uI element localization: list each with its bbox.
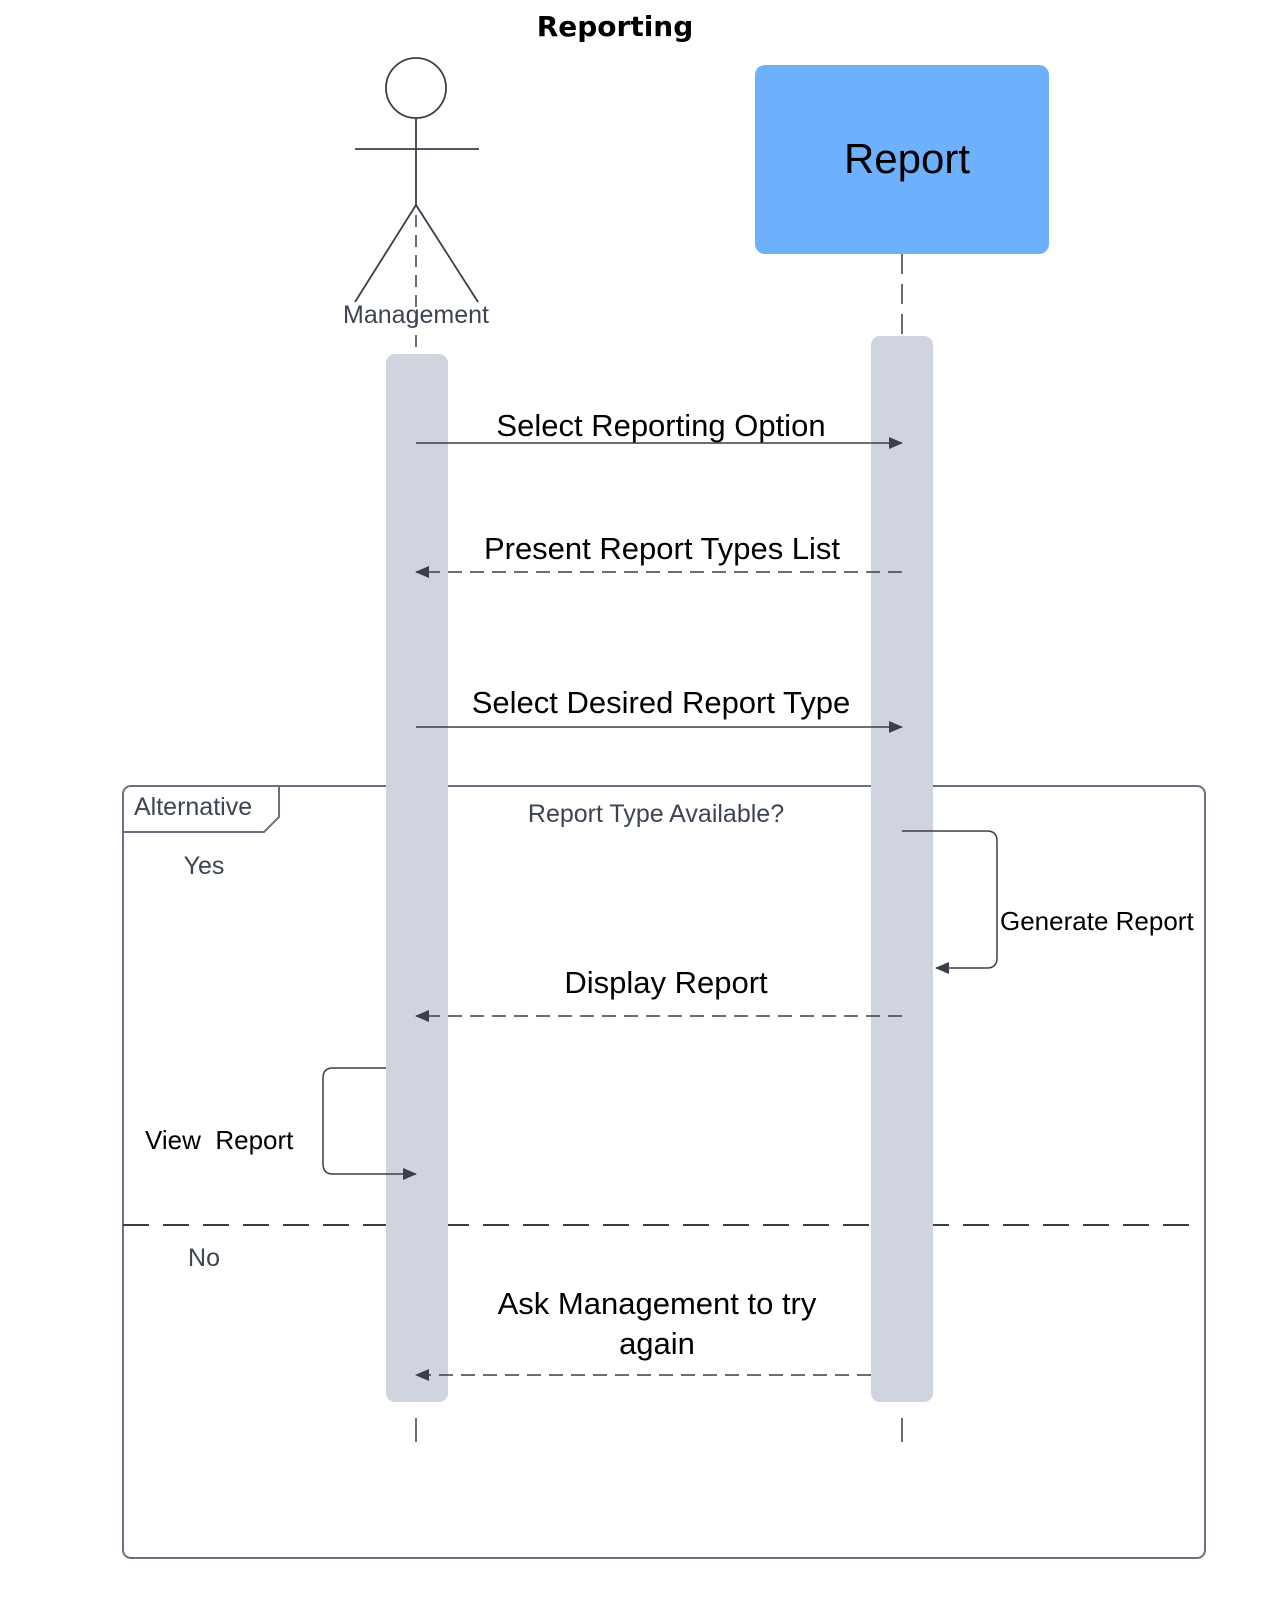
message-present-report-types-label: Present Report Types List [484,531,840,566]
message-view-report-label: View Report [145,1125,294,1155]
message-generate-report-arrow [902,830,998,974]
report-object-label: Report [844,135,970,182]
alt-branch-yes-label: Yes [184,852,225,880]
diagram-title: Reporting [536,10,694,43]
message-display-report-label: Display Report [564,965,768,1000]
management-activation-bar [386,354,448,1402]
report-activation-bar [871,336,933,1402]
message-view-report-arrow [322,1067,417,1180]
message-select-reporting-option-label: Select Reporting Option [496,408,825,443]
report-object-box [755,65,1049,254]
message-ask-try-again-label-line1: Ask Management to try [498,1286,817,1321]
alt-fragment-frame [122,785,1206,1559]
management-actor-label: Management [343,301,489,329]
message-generate-report-label: Generate Report [1000,906,1194,936]
alt-fragment-condition-label: Report Type Available? [528,800,784,828]
alt-fragment-operator-label: Alternative [134,793,252,821]
message-select-desired-report-type-label: Select Desired Report Type [472,685,851,720]
management-actor-icon [354,57,479,303]
alt-branch-no-label: No [188,1244,220,1272]
message-ask-try-again-label-line2: again [619,1326,695,1361]
alt-fragment-tab [123,786,280,833]
